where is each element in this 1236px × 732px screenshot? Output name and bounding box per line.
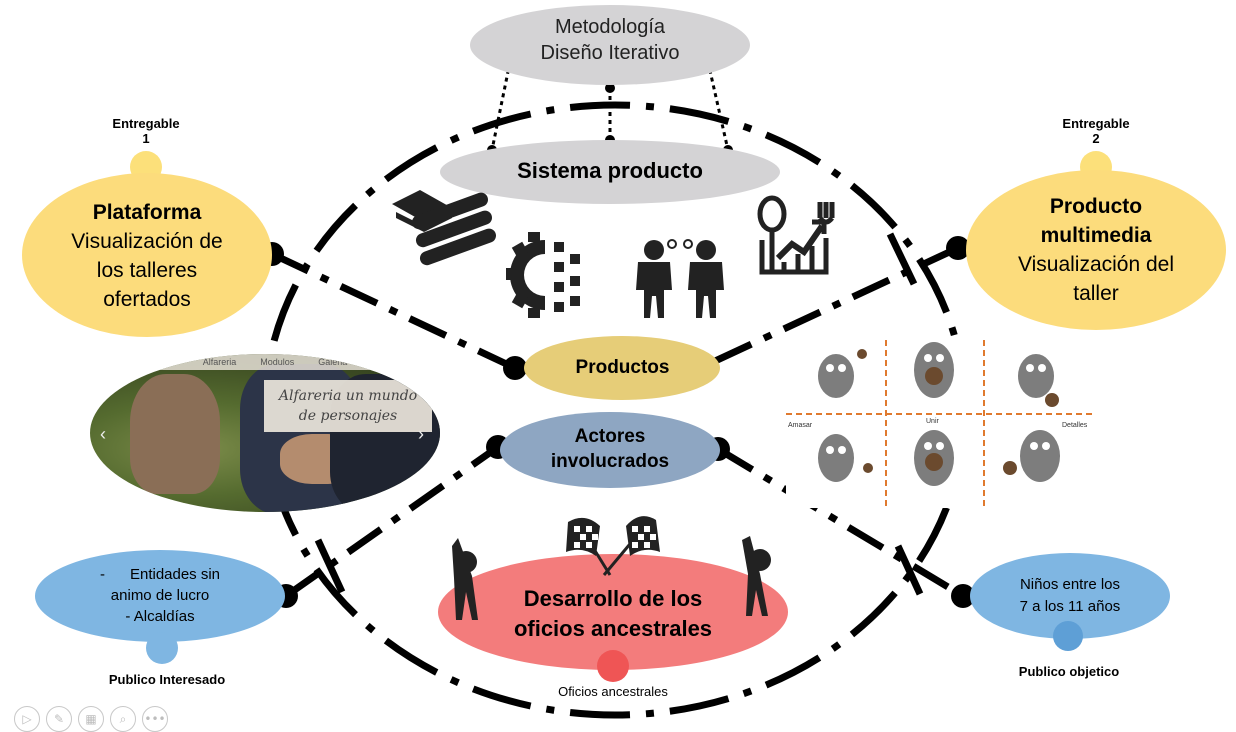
slides-icon[interactable]: ▦: [78, 706, 104, 732]
plataforma-body-1: Visualización de: [71, 230, 223, 253]
pen-icon[interactable]: ✎: [46, 706, 72, 732]
entregable1-heading-text: Entregable: [112, 116, 180, 131]
plataforma-ellipse: [22, 173, 272, 337]
web-banner-line1: Alfareria un mundo: [278, 388, 418, 404]
entregable2-heading: Entregable 2: [1046, 116, 1146, 146]
publico-interesado-text: - Entidades sin animo de lucro - Alcaldí…: [60, 564, 260, 627]
multimedia-title-1: Producto: [1049, 195, 1143, 218]
entregable1-number: 1: [142, 131, 150, 146]
publico-interesado-ellipse: [35, 550, 285, 642]
producto-multimedia-ellipse: [966, 170, 1226, 330]
people-talking-icon: [636, 239, 724, 318]
connector-lines: [270, 244, 965, 600]
cheering-person-icon: [452, 536, 771, 620]
methodology-title: Metodología Diseño Iterativo: [480, 14, 740, 66]
sistema-producto-ellipse: [440, 140, 780, 204]
plataforma-text: Plataforma Visualización de los talleres…: [32, 198, 262, 314]
interesado-item-3: - Alcaldías: [125, 608, 195, 625]
more-icon[interactable]: •••: [142, 706, 168, 732]
multimedia-label-unir: Unir: [926, 418, 939, 425]
web-platform-photo: Alfareria Modulos Galeria Alfareria un m…: [90, 354, 440, 512]
web-menu-item-2[interactable]: Modulos: [260, 357, 295, 367]
publico-interesado-caption: Publico Interesado: [108, 672, 226, 687]
methodology-line2: Diseño Iterativo: [540, 42, 680, 64]
publico-objetivo-caption: Publico objetico: [1018, 664, 1120, 679]
entregable2-heading-text: Entregable: [1062, 116, 1130, 131]
productos-label: Productos: [575, 357, 670, 378]
desarrollo-line2: oficios ancestrales: [513, 616, 713, 641]
plataforma-body-2: los talleres: [96, 259, 198, 282]
zoom-icon[interactable]: ⌕: [110, 706, 136, 732]
methodology-line1: Metodología: [554, 16, 666, 38]
web-banner-line2: de personajes: [298, 408, 398, 424]
food-growth-icon: [757, 195, 835, 275]
multimedia-body-2: taller: [1073, 282, 1119, 305]
carousel-next-icon[interactable]: ›: [418, 424, 424, 444]
desarrollo-ellipse: [438, 554, 788, 670]
oficios-caption: Oficios ancestrales: [558, 684, 668, 699]
web-menu-bar: Alfareria Modulos Galeria: [150, 354, 400, 370]
multimedia-body-1: Visualización del: [1017, 253, 1175, 276]
objetivo-item-2: 7 a los 11 años: [1019, 598, 1121, 615]
web-banner: Alfareria un mundo de personajes: [264, 380, 432, 432]
productos-ellipse: [524, 336, 720, 400]
checkered-flags-icon: [566, 516, 660, 576]
carousel-prev-icon[interactable]: ‹: [100, 424, 106, 444]
web-menu-item-3[interactable]: Galeria: [318, 357, 348, 367]
method-connector-left: [490, 61, 512, 151]
entregable1-heading: Entregable 1: [96, 116, 196, 146]
publico-objetivo-ellipse: [970, 553, 1170, 639]
method-connector-right: [706, 61, 730, 151]
publico-objetivo-text: Niños entre los 7 a los 11 años: [980, 574, 1160, 618]
producto-multimedia-text: Producto multimedia Visualización del ta…: [976, 192, 1216, 308]
web-menu-item-1[interactable]: Alfareria: [202, 357, 237, 367]
materials-icon: [392, 190, 496, 266]
actores-line1: Actores: [574, 426, 646, 447]
multimedia-title-2: multimedia: [1040, 224, 1152, 247]
sistema-producto-label: Sistema producto: [517, 158, 703, 183]
interesado-item-2: animo de lucro: [110, 587, 210, 604]
actores-label: Actores involucrados: [515, 424, 705, 474]
multimedia-label-amasar: Amasar: [788, 422, 813, 429]
entregable2-number: 2: [1092, 131, 1100, 146]
multimedia-panel: Unir Amasar Detalles: [786, 340, 1096, 508]
plataforma-title: Plataforma: [92, 201, 202, 224]
actores-line2: involucrados: [550, 451, 670, 472]
oficios-dot: [597, 650, 629, 682]
desarrollo-line1: Desarrollo de los: [523, 586, 703, 611]
gear-process-icon: [506, 232, 580, 318]
play-icon[interactable]: ▷: [14, 706, 40, 732]
plataforma-body-3: ofertados: [103, 288, 191, 311]
presentation-toolbar: ▷ ✎ ▦ ⌕ •••: [14, 706, 168, 732]
objetivo-item-1: Niños entre los: [1019, 576, 1121, 593]
actores-ellipse: [500, 412, 720, 488]
multimedia-grid: [786, 340, 1096, 508]
desarrollo-label: Desarrollo de los oficios ancestrales: [460, 584, 766, 644]
interesado-item-1: - Entidades sin: [99, 566, 221, 583]
multimedia-label-detalles: Detalles: [1062, 422, 1088, 429]
methodology-ellipse: [470, 5, 750, 85]
